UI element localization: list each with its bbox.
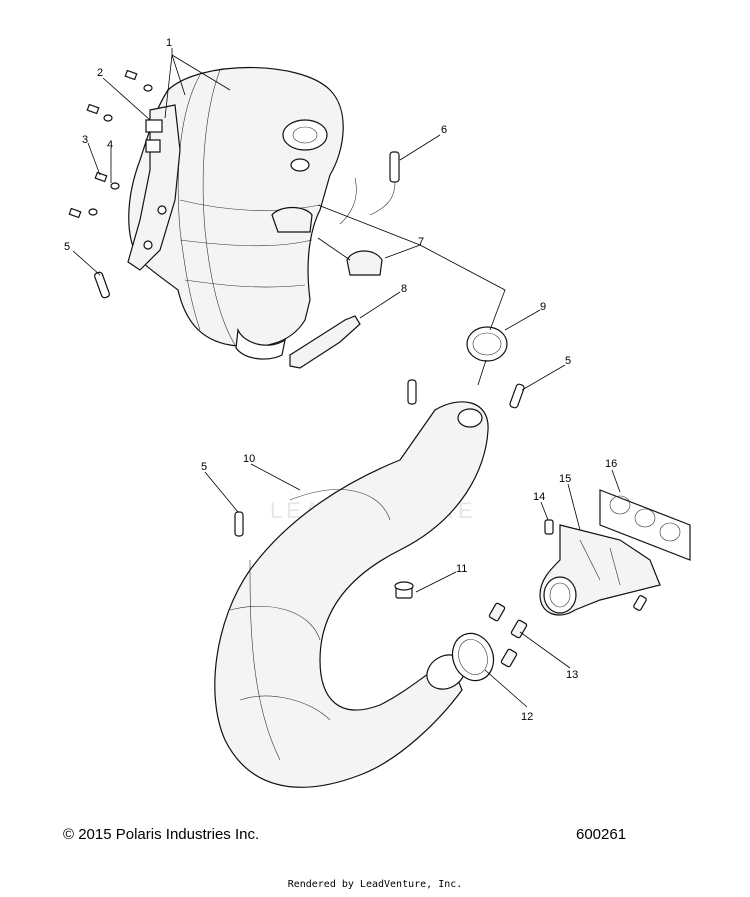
diagram-id: 600261 — [576, 826, 627, 843]
manifold-gasket[interactable] — [599, 489, 691, 561]
callout-9: 9 — [540, 301, 546, 313]
callout-5b: 5 — [565, 355, 571, 367]
render-credit: Rendered by LeadVenture, Inc. — [287, 879, 463, 890]
exhaust-springs[interactable] — [94, 151, 525, 537]
exhaust-manifold[interactable] — [539, 524, 661, 616]
muffler-housing[interactable] — [128, 66, 344, 360]
drain-plug[interactable] — [394, 581, 414, 599]
callout-6: 6 — [441, 124, 447, 136]
callout-2: 2 — [97, 67, 103, 79]
callout-16: 16 — [605, 458, 617, 470]
leader-lines — [72, 48, 621, 708]
callout-5a: 5 — [64, 241, 70, 253]
callout-4: 4 — [107, 139, 113, 151]
callout-15: 15 — [559, 473, 571, 485]
callout-7: 7 — [418, 236, 424, 248]
heat-shield-bracket[interactable] — [127, 104, 181, 271]
callout-8: 8 — [401, 283, 407, 295]
callout-13: 13 — [566, 669, 578, 681]
seal-ring[interactable] — [466, 326, 508, 362]
clamp-ring[interactable] — [446, 628, 500, 687]
manifold-springs[interactable] — [488, 602, 528, 668]
bolts-and-washers[interactable] — [68, 69, 153, 219]
grommets[interactable] — [271, 206, 383, 276]
callout-12: 12 — [521, 711, 533, 723]
expansion-chamber[interactable] — [214, 401, 489, 788]
callout-11: 11 — [456, 563, 467, 575]
copyright-text: © 2015 Polaris Industries Inc. — [63, 826, 260, 843]
callout-labels: 1 2 3 4 5 6 7 8 9 5 5 10 11 12 13 14 15 … — [64, 37, 617, 723]
callout-3: 3 — [82, 134, 88, 146]
callout-5c: 5 — [201, 461, 207, 473]
callout-14: 14 — [533, 491, 545, 503]
callout-1: 1 — [166, 37, 172, 49]
rubber-strip[interactable] — [289, 315, 361, 369]
manifold-bolts[interactable] — [544, 519, 647, 611]
callout-10: 10 — [243, 453, 255, 465]
